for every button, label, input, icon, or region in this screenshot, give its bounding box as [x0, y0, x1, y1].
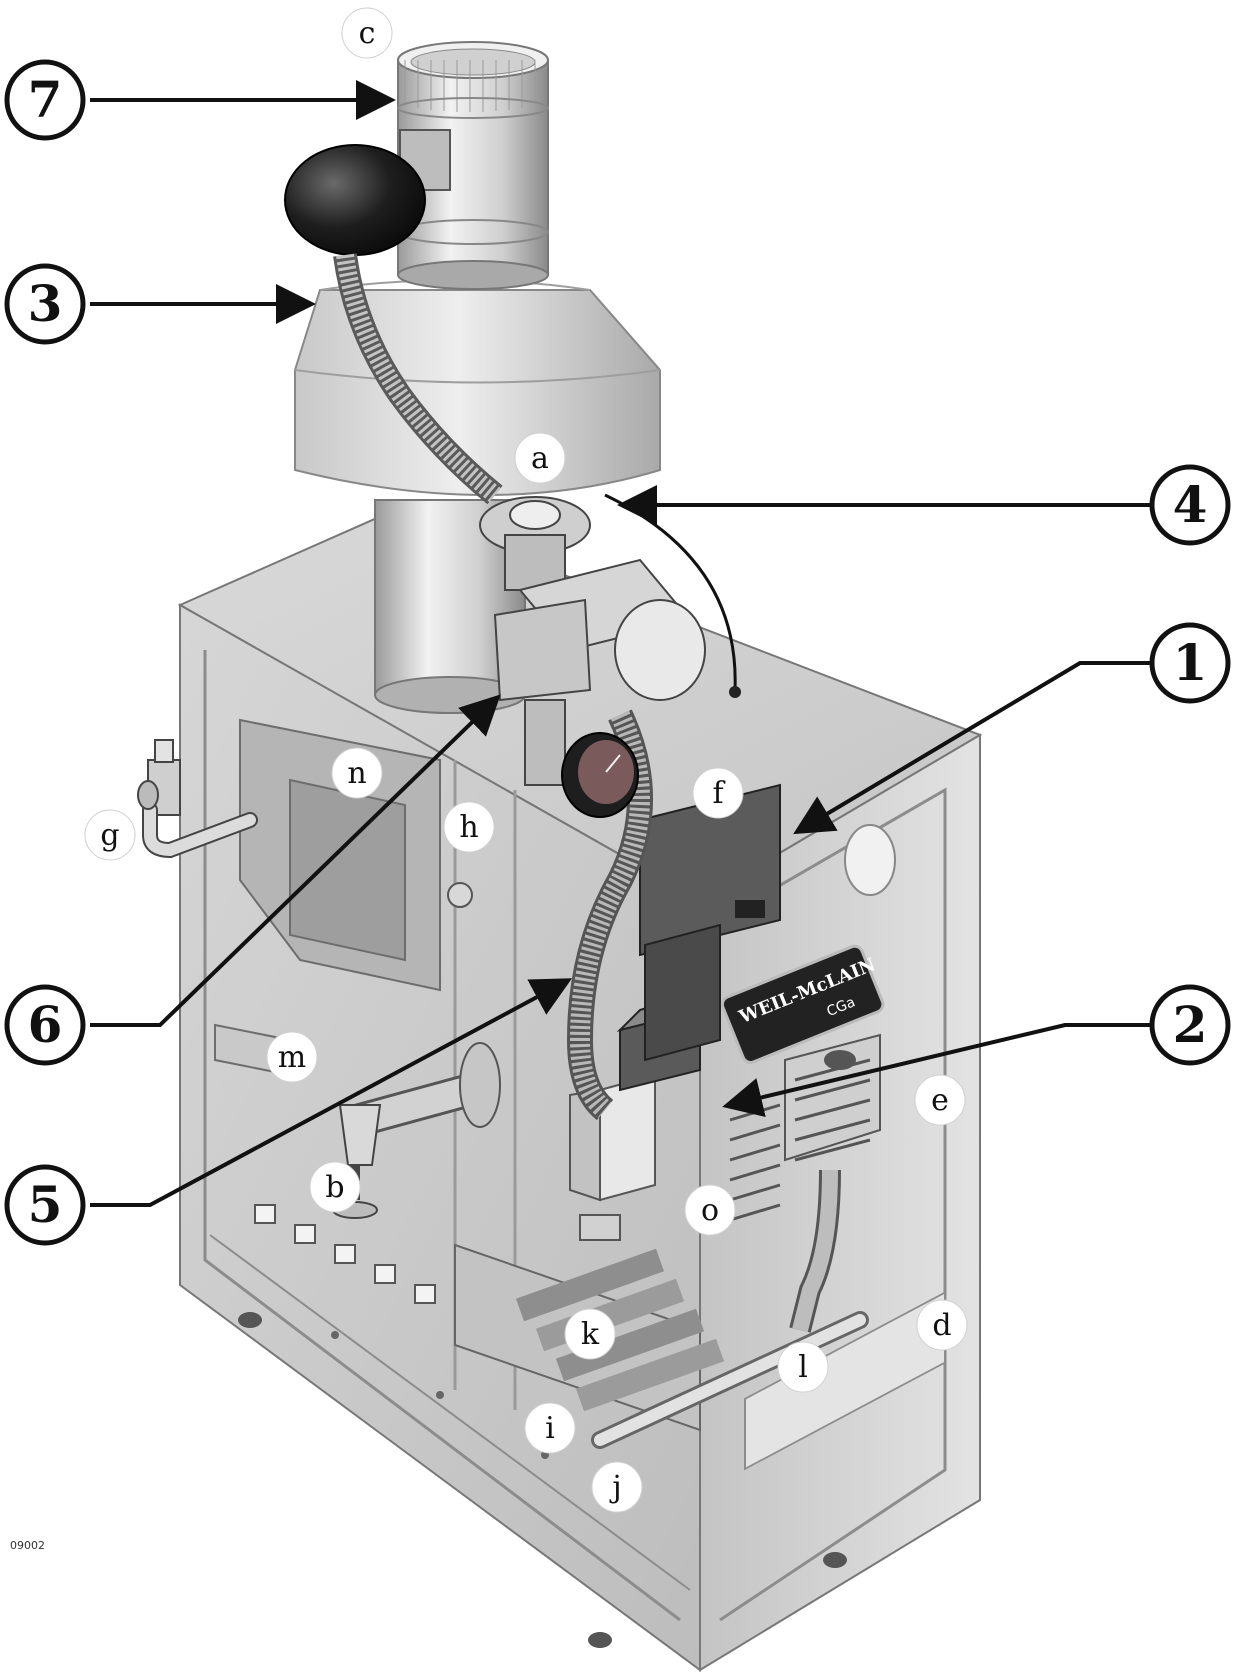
svg-text:5: 5 [28, 1175, 63, 1234]
label-d: d [916, 1299, 968, 1351]
svg-text:h: h [459, 810, 478, 845]
letter-labels: c a n h f g m e [84, 7, 968, 1513]
label-g: g [84, 809, 136, 861]
circulator-pump [479, 496, 706, 786]
svg-text:o: o [701, 1193, 719, 1228]
numbered-callouts: 7 3 4 1 6 2 5 [4, 59, 1231, 1246]
svg-text:2: 2 [1173, 995, 1208, 1054]
callout-7: 7 [4, 59, 86, 141]
svg-text:e: e [931, 1083, 949, 1118]
label-k: k [564, 1308, 616, 1360]
callout-2: 2 [1149, 984, 1231, 1066]
label-j: j [591, 1461, 643, 1513]
drain-valve [332, 1042, 501, 1219]
svg-text:k: k [581, 1317, 600, 1352]
svg-text:n: n [347, 756, 366, 791]
vent-slots [254, 1204, 436, 1304]
vent-cap-sensor [284, 129, 451, 256]
callout-leaders [90, 80, 1150, 1207]
label-b: b [309, 1161, 361, 1213]
heat-exchanger [214, 718, 473, 1077]
callout-5: 5 [4, 1164, 86, 1246]
pressure-gauge [561, 732, 639, 818]
label-o: o [684, 1184, 736, 1236]
callout-3: 3 [4, 263, 86, 345]
label-l: l [777, 1341, 829, 1393]
svg-text:6: 6 [28, 995, 63, 1054]
figure-code: 09002 [10, 1539, 45, 1552]
flex-conduit [566, 709, 653, 1121]
flex-hose [333, 253, 503, 505]
label-i: i [524, 1402, 576, 1454]
label-f: f [692, 767, 744, 819]
svg-text:7: 7 [28, 70, 63, 129]
svg-text:g: g [100, 818, 119, 853]
label-e: e [914, 1074, 966, 1126]
junction-box [569, 1073, 656, 1241]
svg-text:m: m [278, 1040, 306, 1075]
gas-valve-fins [729, 1033, 881, 1222]
svg-text:l: l [798, 1350, 808, 1385]
svg-text:4: 4 [1173, 475, 1208, 534]
svg-text:j: j [609, 1470, 621, 1505]
svg-text:a: a [531, 441, 549, 476]
label-c: c [341, 7, 393, 59]
svg-text:3: 3 [28, 274, 63, 333]
label-a: a [514, 432, 566, 484]
label-h: h [443, 801, 495, 853]
svg-text:f: f [712, 776, 725, 811]
control-module [639, 783, 781, 1062]
svg-text:1: 1 [1173, 633, 1208, 692]
label-m: m [266, 1031, 318, 1083]
callout-6: 6 [4, 984, 86, 1066]
svg-text:d: d [932, 1308, 951, 1343]
label-n: n [331, 747, 383, 799]
svg-text:c: c [359, 16, 376, 51]
callout-1: 1 [1149, 622, 1231, 704]
brand-plate: WEIL-McLAIN CGa [720, 944, 885, 1064]
relief-valve [137, 739, 258, 859]
svg-text:i: i [545, 1411, 555, 1446]
svg-text:b: b [325, 1170, 344, 1205]
callout-4: 4 [1149, 464, 1231, 546]
